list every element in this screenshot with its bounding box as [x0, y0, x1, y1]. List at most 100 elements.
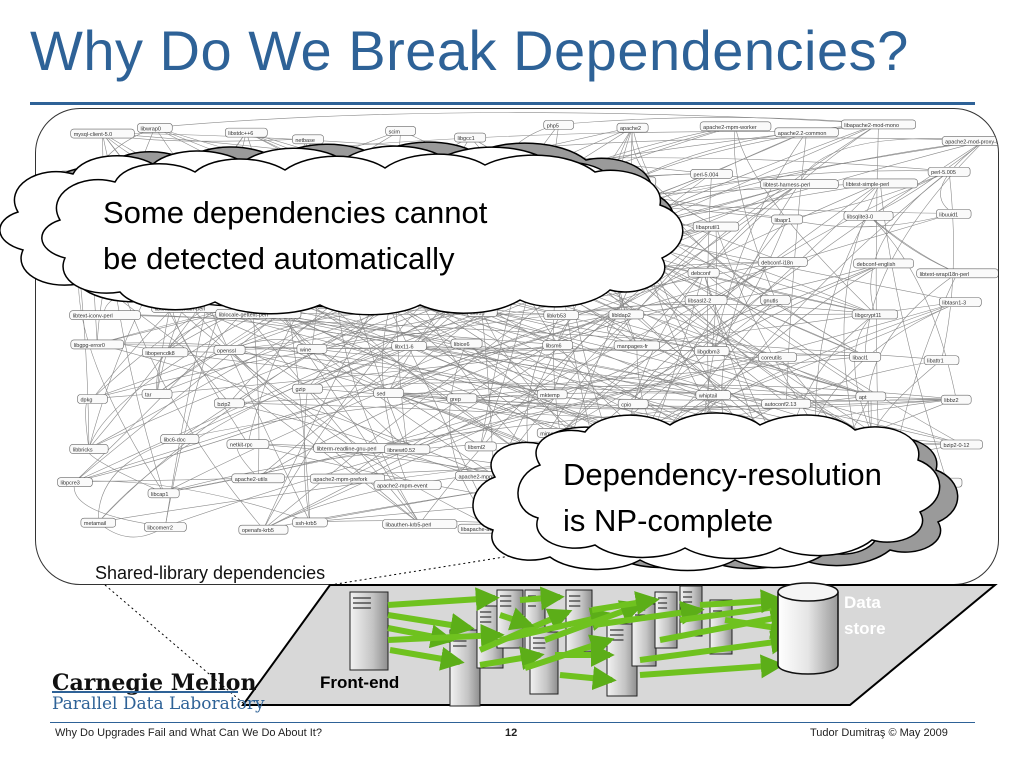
package-node-box: [310, 473, 386, 484]
package-node-box: [373, 388, 404, 398]
package-node-label: libnewt0.52: [387, 448, 415, 454]
package-node: libkrb53: [543, 310, 579, 320]
package-node-label: libsqlite3-0: [847, 214, 873, 220]
package-node: libgdbm3: [694, 346, 730, 356]
package-node-label: libsasl2-2: [688, 299, 711, 305]
package-node-box: [940, 439, 983, 450]
package-node-label: libuuid1: [939, 212, 958, 218]
package-node: wine: [296, 344, 328, 354]
package-node-label: manpages-fr: [617, 344, 648, 350]
package-node-box: [760, 295, 791, 305]
title-underline: [30, 102, 975, 105]
request-arrow: [479, 646, 545, 670]
package-node-label: netbase: [295, 138, 315, 144]
package-node-box: [757, 257, 808, 267]
callout-cloud-top: [0, 141, 684, 316]
dependency-edge: [74, 213, 954, 482]
dependency-edge: [163, 271, 704, 494]
package-node-label: libtext-wrapi18n-perl: [920, 272, 970, 278]
server-icon: [654, 591, 678, 649]
package-node: libapr1: [771, 214, 804, 225]
dependency-edge: [561, 170, 950, 433]
page-number: 12: [505, 727, 518, 739]
package-node-label: libaprutil1: [696, 225, 720, 231]
data-store-icon: [777, 582, 839, 675]
package-node-box: [57, 477, 93, 487]
package-node: debconf-english: [853, 258, 914, 269]
dependency-edge: [74, 342, 467, 482]
package-node-box: [144, 522, 187, 532]
package-node: mktemp: [536, 389, 568, 400]
package-node: libsasl2-2: [684, 295, 728, 305]
package-node-box: [851, 309, 899, 320]
package-node-label: cpio: [621, 402, 631, 408]
dependency-edge: [634, 140, 985, 221]
dependency-edge: [98, 301, 392, 523]
package-node-box: [941, 136, 998, 146]
package-node: libtasn1-3: [938, 297, 982, 307]
package-node-box: [771, 214, 804, 225]
package-node-box: [80, 517, 117, 528]
package-node: libice6: [450, 338, 483, 349]
request-arrow: [519, 586, 565, 611]
caption-pointer-line: [329, 547, 561, 586]
package-node-box: [446, 393, 478, 404]
package-node-label: ssh-krb5: [296, 521, 317, 527]
package-node-box: [70, 128, 135, 139]
package-node-box: [935, 209, 972, 219]
package-node-label: whiptail: [698, 394, 717, 400]
package-node: manpages-fr: [613, 340, 661, 351]
package-node-label: php5: [547, 123, 559, 129]
package-node-label: libbz2: [944, 398, 958, 404]
package-node-box: [382, 519, 458, 529]
data-store-line: Data: [844, 593, 881, 612]
dependency-edge: [735, 125, 876, 315]
dependency-edge: [88, 313, 259, 449]
callout-right-text: Dependency-resolution is NP-complete: [563, 452, 882, 544]
package-node-label: debconf-english: [857, 262, 896, 268]
package-node: tar: [141, 389, 173, 399]
dependency-edge: [78, 268, 90, 449]
package-node: libgcrypt11: [851, 309, 899, 320]
package-node-box: [296, 344, 328, 354]
package-node-box: [391, 341, 427, 351]
package-node-label: netkit-rpc: [230, 443, 253, 449]
package-node-label: tar: [145, 392, 152, 398]
package-node-label: libpcre3: [61, 481, 80, 487]
package-node-label: apache2.2-common: [778, 131, 827, 137]
package-node: libbricks: [69, 444, 109, 454]
package-node-label: libgcc1: [458, 136, 475, 142]
package-node-box: [214, 398, 245, 409]
package-node-box: [536, 389, 568, 400]
package-node-box: [840, 119, 916, 130]
package-node-box: [923, 355, 960, 366]
package-node: perl-5.004: [690, 169, 733, 179]
package-node-box: [692, 221, 740, 232]
package-node: dpkg: [77, 394, 108, 404]
package-node-box: [238, 524, 289, 535]
request-arrow: [389, 646, 465, 671]
package-node: autoconf2.13: [761, 398, 812, 409]
package-node: apt: [855, 391, 887, 402]
dependency-edge: [258, 312, 962, 445]
package-node-box: [213, 345, 246, 355]
logo-divider: [52, 691, 238, 693]
dependency-edge: [391, 301, 962, 445]
package-node-box: [843, 210, 894, 221]
package-node-box: [226, 439, 270, 449]
dependency-edge: [165, 351, 871, 397]
package-node: libuuid1: [935, 209, 972, 219]
package-node: libapache2-mod-mono: [840, 119, 916, 130]
package-node-label: libc6-doc: [164, 437, 186, 443]
package-node-box: [760, 179, 839, 189]
request-arrow: [559, 666, 617, 691]
package-node: libpcre3: [57, 477, 93, 487]
package-node-label: debconf-i18n: [761, 260, 793, 266]
package-node: libnewt0.52: [384, 444, 431, 455]
package-node-box: [454, 132, 487, 143]
request-arrow: [699, 589, 785, 614]
package-node-label: libtasn1-3: [942, 301, 966, 307]
package-node-label: mysql-client-5.0: [74, 132, 113, 138]
package-node-box: [384, 444, 431, 455]
